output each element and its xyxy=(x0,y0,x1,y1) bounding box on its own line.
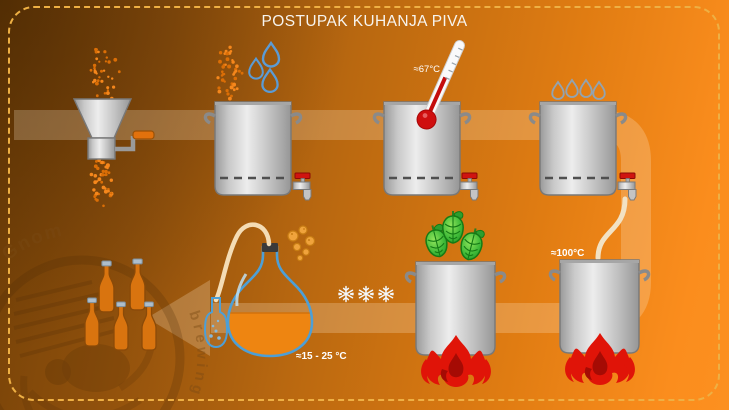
lauter-kettle-icon xyxy=(528,100,637,261)
hop-kettle-icon xyxy=(404,260,507,387)
malt-grain-into-kettle-icon xyxy=(216,45,244,101)
co2-bubbles-icon xyxy=(287,225,316,262)
grain-mill-icon xyxy=(72,98,155,160)
malt-grain-above-mill-icon xyxy=(89,47,121,104)
mill-crank-handle xyxy=(132,130,155,140)
kettle-tap xyxy=(459,172,479,201)
page-title: POSTUPAK KUHANJA PIVA xyxy=(261,13,468,30)
malt-grain-below-mill-icon xyxy=(89,156,114,208)
snowflakes-icon xyxy=(338,285,394,303)
hop-cones-icon xyxy=(421,210,487,263)
mash-temperature-label: ≈67°C xyxy=(414,64,441,75)
thermometer-icon xyxy=(416,39,466,130)
boil-kettle-icon xyxy=(548,258,651,385)
flow-arrowhead xyxy=(147,280,210,356)
steam-drops-icon xyxy=(551,79,606,100)
wort-transfer-tube xyxy=(595,196,628,261)
carboy-fermenter-icon xyxy=(203,222,316,358)
airlock-jar-icon xyxy=(203,297,229,349)
fermentation-temperature-label: ≈15 - 25 °C xyxy=(296,351,347,362)
boil-temperature-label: ≈100°C xyxy=(551,248,584,259)
blowoff-tube xyxy=(213,222,272,303)
water-drops-icon xyxy=(248,41,281,94)
carboy-stopper xyxy=(262,243,278,252)
kettle-tap xyxy=(292,172,312,201)
